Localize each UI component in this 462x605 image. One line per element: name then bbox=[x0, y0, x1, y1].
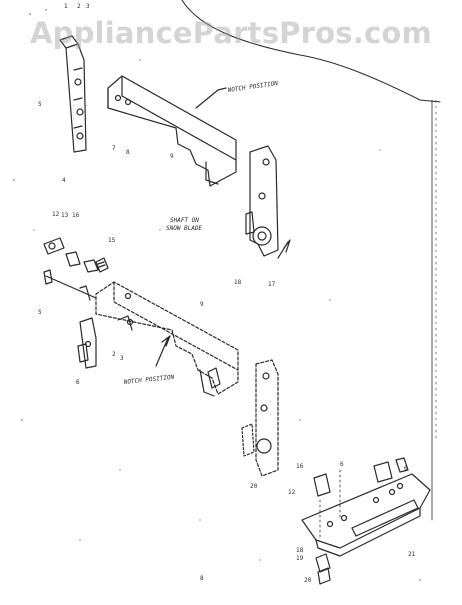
notch-top-pointer bbox=[195, 87, 227, 109]
base-plate-slot bbox=[351, 499, 419, 537]
part-number: 9 bbox=[200, 301, 204, 308]
mid-washer-cluster bbox=[43, 237, 65, 255]
page-edge-line bbox=[181, 0, 441, 103]
mid-spring bbox=[95, 257, 109, 273]
part-number: 5 bbox=[38, 101, 42, 108]
part-number: 4 bbox=[62, 177, 66, 184]
upper-left-hole-1 bbox=[74, 78, 82, 86]
part-number: 6 bbox=[76, 379, 80, 386]
part-number: 2 bbox=[112, 351, 116, 358]
plate-clip-1 bbox=[313, 473, 331, 497]
part-number: 19 bbox=[296, 555, 304, 562]
part-number: 12 bbox=[52, 211, 60, 218]
upper-angle-bar bbox=[107, 75, 237, 187]
part-number: 6 bbox=[404, 465, 408, 472]
part-number: 16 bbox=[72, 212, 80, 219]
upper-right-hole-2 bbox=[258, 192, 266, 200]
mid-right-hub bbox=[256, 438, 272, 454]
shaft-arrow bbox=[277, 239, 291, 259]
label-notch-top: NOTCH POSITION bbox=[226, 80, 278, 94]
part-number: 1 bbox=[64, 3, 68, 10]
upper-right-hole-1 bbox=[262, 158, 270, 166]
upper-bar-hole-1 bbox=[114, 94, 122, 102]
label-notch-bottom: NOTCH POSITION bbox=[122, 374, 174, 386]
mid-bolt bbox=[43, 269, 97, 299]
part-number: 12 bbox=[288, 489, 296, 496]
part-number: 5 bbox=[38, 309, 42, 316]
part-number: 2 bbox=[77, 3, 81, 10]
upper-left-hole-2 bbox=[76, 108, 84, 116]
upper-right-plate bbox=[249, 145, 279, 257]
upper-bar-hole-2 bbox=[124, 98, 132, 106]
part-number: 20 bbox=[304, 577, 312, 584]
part-number: 9 bbox=[170, 153, 174, 160]
part-number: 3 bbox=[86, 3, 90, 10]
part-number: 6 bbox=[340, 461, 344, 468]
part-number: 7 bbox=[112, 145, 116, 152]
part-number: 18 bbox=[234, 279, 242, 286]
part-number: 20 bbox=[250, 483, 258, 490]
part-number: 3 bbox=[120, 355, 124, 362]
part-number: 21 bbox=[408, 551, 416, 558]
mid-bar-hole-1 bbox=[124, 292, 132, 300]
label-shaft-line1: SHAFT ON bbox=[170, 217, 199, 224]
part-number: 8 bbox=[200, 575, 204, 582]
part-number: 15 bbox=[108, 237, 116, 244]
upper-left-hole-3 bbox=[76, 132, 84, 140]
label-shaft-line2: SNOW BLADE bbox=[166, 225, 203, 232]
part-number: 16 bbox=[296, 463, 304, 470]
scan-noise bbox=[13, 9, 421, 581]
part-number: 13 bbox=[61, 212, 69, 219]
mid-right-plate bbox=[255, 359, 279, 477]
upper-right-hub bbox=[252, 226, 272, 246]
part-number: 18 bbox=[296, 547, 304, 554]
part-number: 8 bbox=[126, 149, 130, 156]
part-number: 17 bbox=[268, 281, 276, 288]
plate-clip-3 bbox=[315, 553, 331, 573]
watermark-logo: AppliancePartsPros.com bbox=[30, 16, 432, 50]
plate-clip-2 bbox=[373, 461, 393, 483]
notch-bottom-pointer bbox=[155, 335, 171, 367]
